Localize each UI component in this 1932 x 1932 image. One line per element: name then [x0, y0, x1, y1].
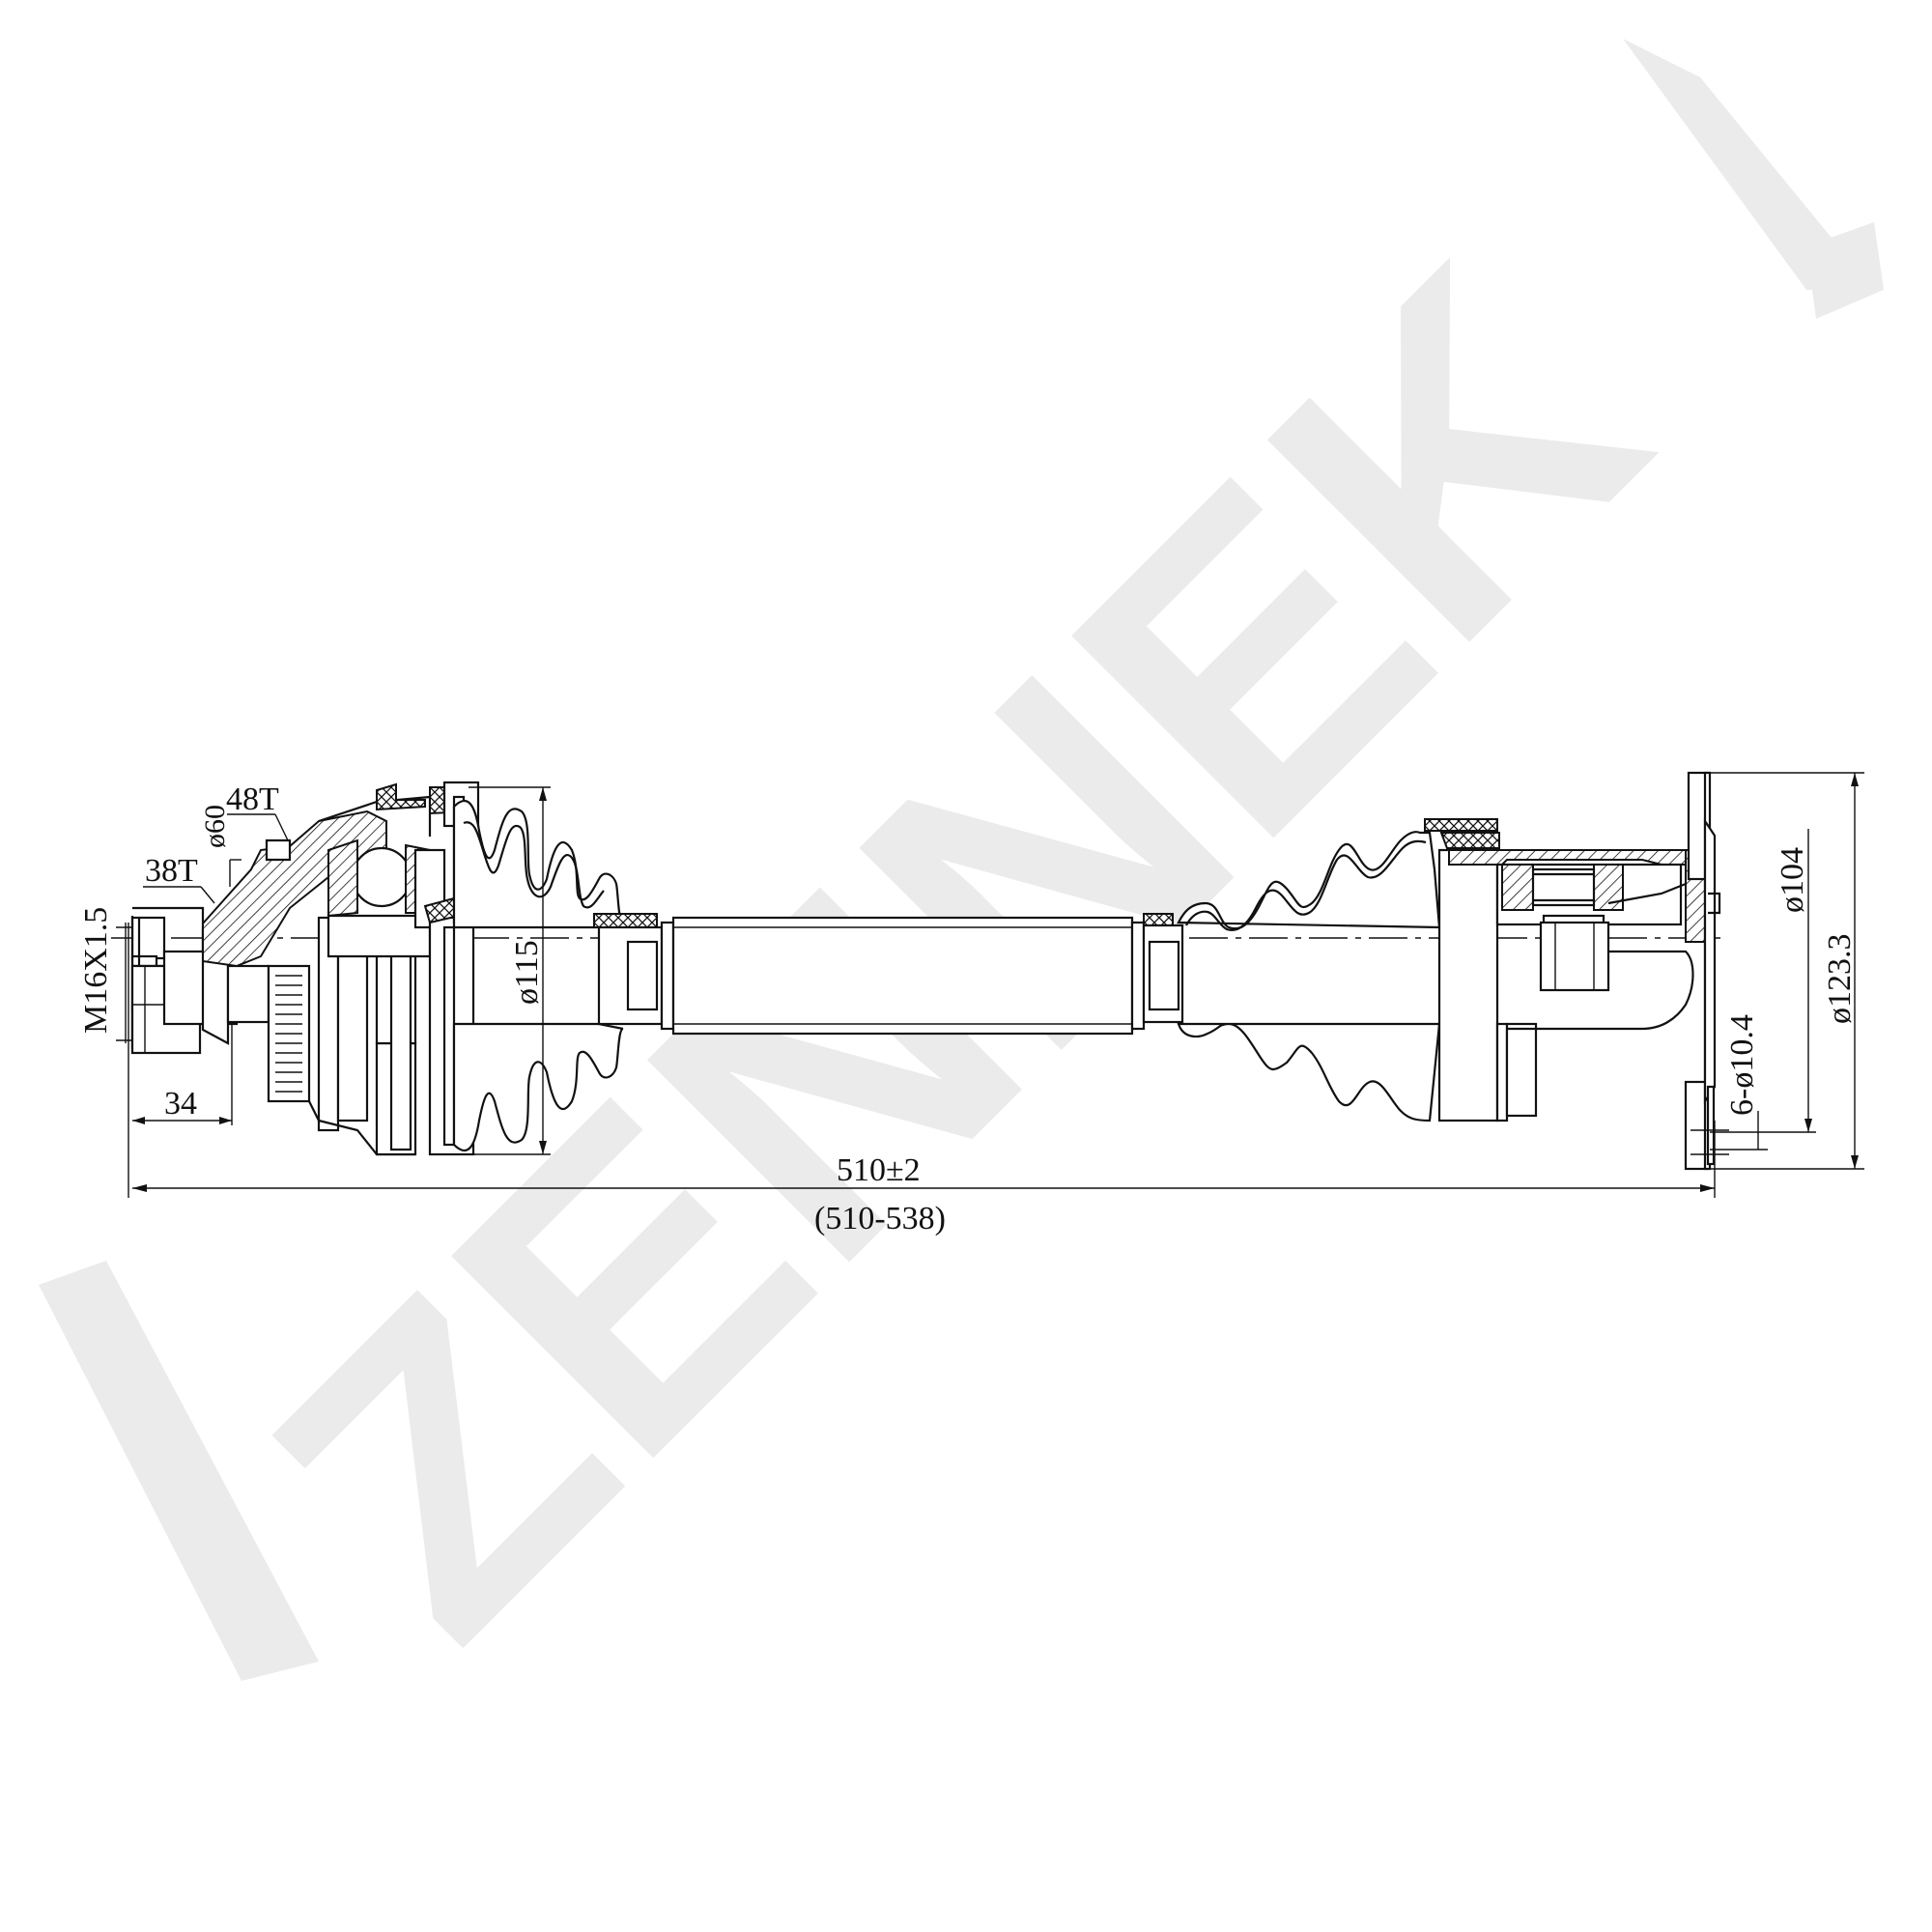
- abs-ring-label: 48T: [226, 781, 279, 817]
- flange-outer-diameter-label: ø123.3: [1822, 934, 1858, 1025]
- seal-diameter-label: ø60: [199, 805, 231, 848]
- abs-ring: [267, 964, 311, 1103]
- inner-boot: [1142, 818, 1500, 1122]
- threaded-stub: [130, 906, 239, 1055]
- outer-boot: [452, 799, 664, 1152]
- bolt-holes-label: 6-ø10.4: [1724, 1014, 1760, 1116]
- dimension-lines: [116, 772, 1864, 1198]
- stub-length-label: 34: [164, 1086, 197, 1122]
- outer-spline-label: 38T: [145, 853, 198, 889]
- length-range-label: (510-538): [814, 1201, 946, 1236]
- main-shaft: [660, 916, 1146, 1036]
- inner-cv-housing: [1437, 771, 1729, 1171]
- outer-cv-housing: [201, 781, 480, 1156]
- thread-label: M16X1.5: [78, 907, 114, 1034]
- cv-ball: [351, 846, 412, 908]
- overall-length-label: 510±2: [837, 1152, 921, 1188]
- tripod-roller: [1501, 864, 1534, 911]
- outer-boot-diameter-label: ø115: [509, 940, 545, 1005]
- flange-inner-diameter-label: ø104: [1775, 847, 1810, 913]
